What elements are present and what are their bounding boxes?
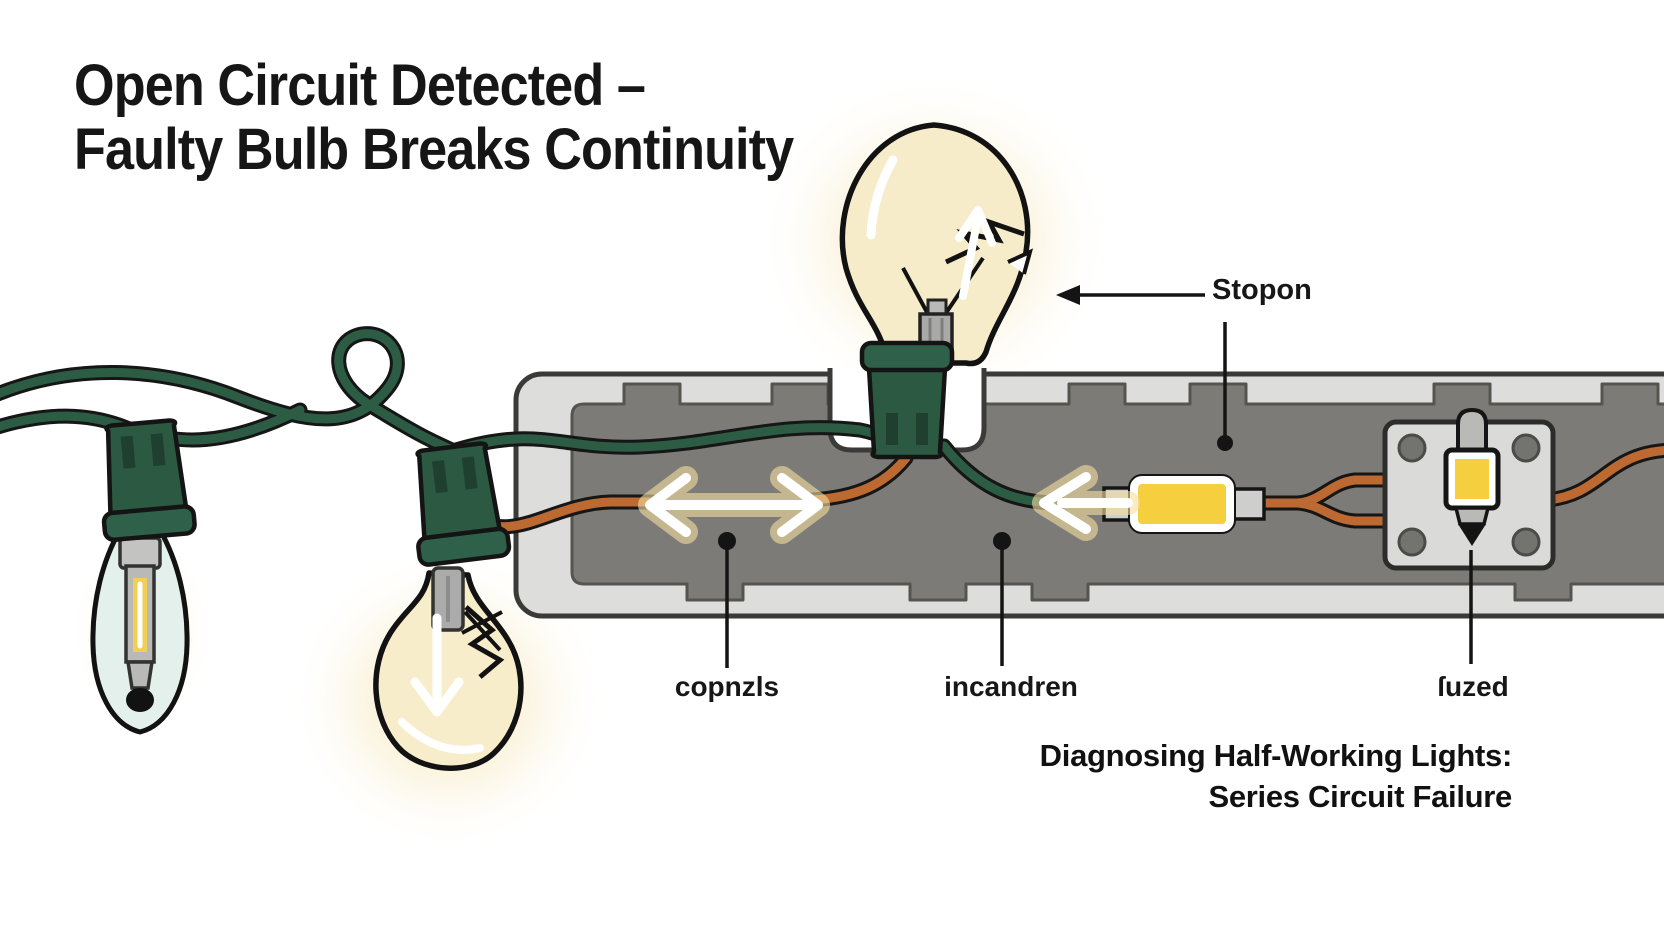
- diagram-caption: Diagnosing Half-Working Lights: Series C…: [1039, 735, 1513, 817]
- copper-wire-label: copnᴢls: [674, 671, 780, 702]
- bulb-socket: [862, 343, 952, 457]
- unlit-bulb-icon: [90, 527, 190, 735]
- bulb-socket: [407, 442, 510, 566]
- caption-line-1: Diagnosing Half-Working Lights:: [1039, 738, 1513, 773]
- current-left-arrow-icon: [1032, 465, 1140, 541]
- string-wires: [0, 326, 1664, 535]
- inline-fuse-capsule: [1032, 465, 1266, 541]
- current-double-arrow-icon: [638, 466, 830, 544]
- fuse-label: ſuzed: [1437, 671, 1509, 702]
- title-line-2: Faulty Bulb Breaks Continuity: [74, 117, 794, 182]
- plate-screws: [1397, 433, 1541, 557]
- down-arrow-icon: [410, 613, 464, 717]
- crack-marks: [461, 605, 505, 679]
- diagram-title: Open Circuit Detected – Faulty Bulb Brea…: [74, 53, 794, 182]
- leader-lines: [718, 285, 1473, 668]
- broken-bulb-icon: [839, 122, 1034, 367]
- broken-bulb-label: Stopon: [1212, 274, 1312, 306]
- up-arrow-icon: [955, 206, 996, 300]
- cracked-glowing-bulb-icon: [373, 566, 524, 771]
- socket-wire-label: incandren: [944, 671, 1078, 702]
- fuse-bulb-icon: [1443, 407, 1501, 546]
- title-line-1: Open Circuit Detected –: [74, 53, 646, 118]
- fuse-socket-plate: [1382, 407, 1556, 571]
- caption-line-2: Series Circuit Failure: [1208, 779, 1512, 814]
